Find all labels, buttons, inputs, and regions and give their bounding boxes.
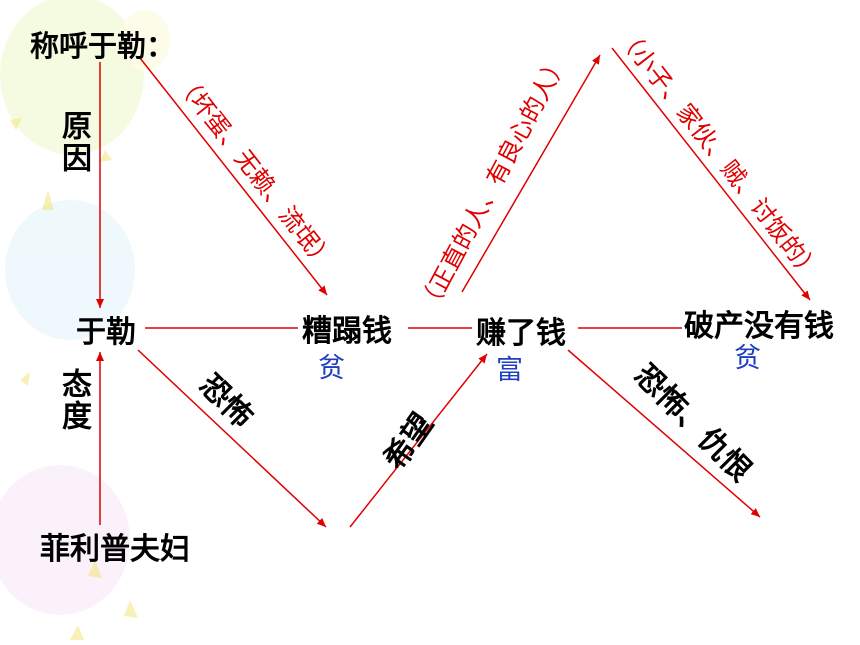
arrow-bottom-to-zhuan <box>349 353 488 528</box>
node-zaota: 糟蹋钱 <box>302 314 392 349</box>
arrow-yule-to-bottom <box>137 349 327 528</box>
node-pochan: 破产没有钱 <box>684 309 834 344</box>
node-zhuan: 赚了钱 <box>476 316 566 351</box>
node-yule: 于勒 <box>76 315 136 350</box>
status-pochan-poor: 贫 <box>734 343 761 374</box>
arrow-zhuan-to-good <box>461 54 601 293</box>
title-call-yule: 称呼于勒： <box>30 29 176 63</box>
reason-label: 原因 <box>56 110 91 174</box>
arrow-top-to-pochan <box>611 47 811 301</box>
arrow-zhuan-to-lower-right <box>567 349 761 518</box>
status-zaota-poor: 贫 <box>318 353 345 384</box>
attitude-label: 态度 <box>56 368 91 432</box>
status-zhuan-rich: 富 <box>496 355 523 386</box>
arrow-title-to-zaota <box>139 57 328 296</box>
node-philippe: 菲利普夫妇 <box>40 532 190 567</box>
